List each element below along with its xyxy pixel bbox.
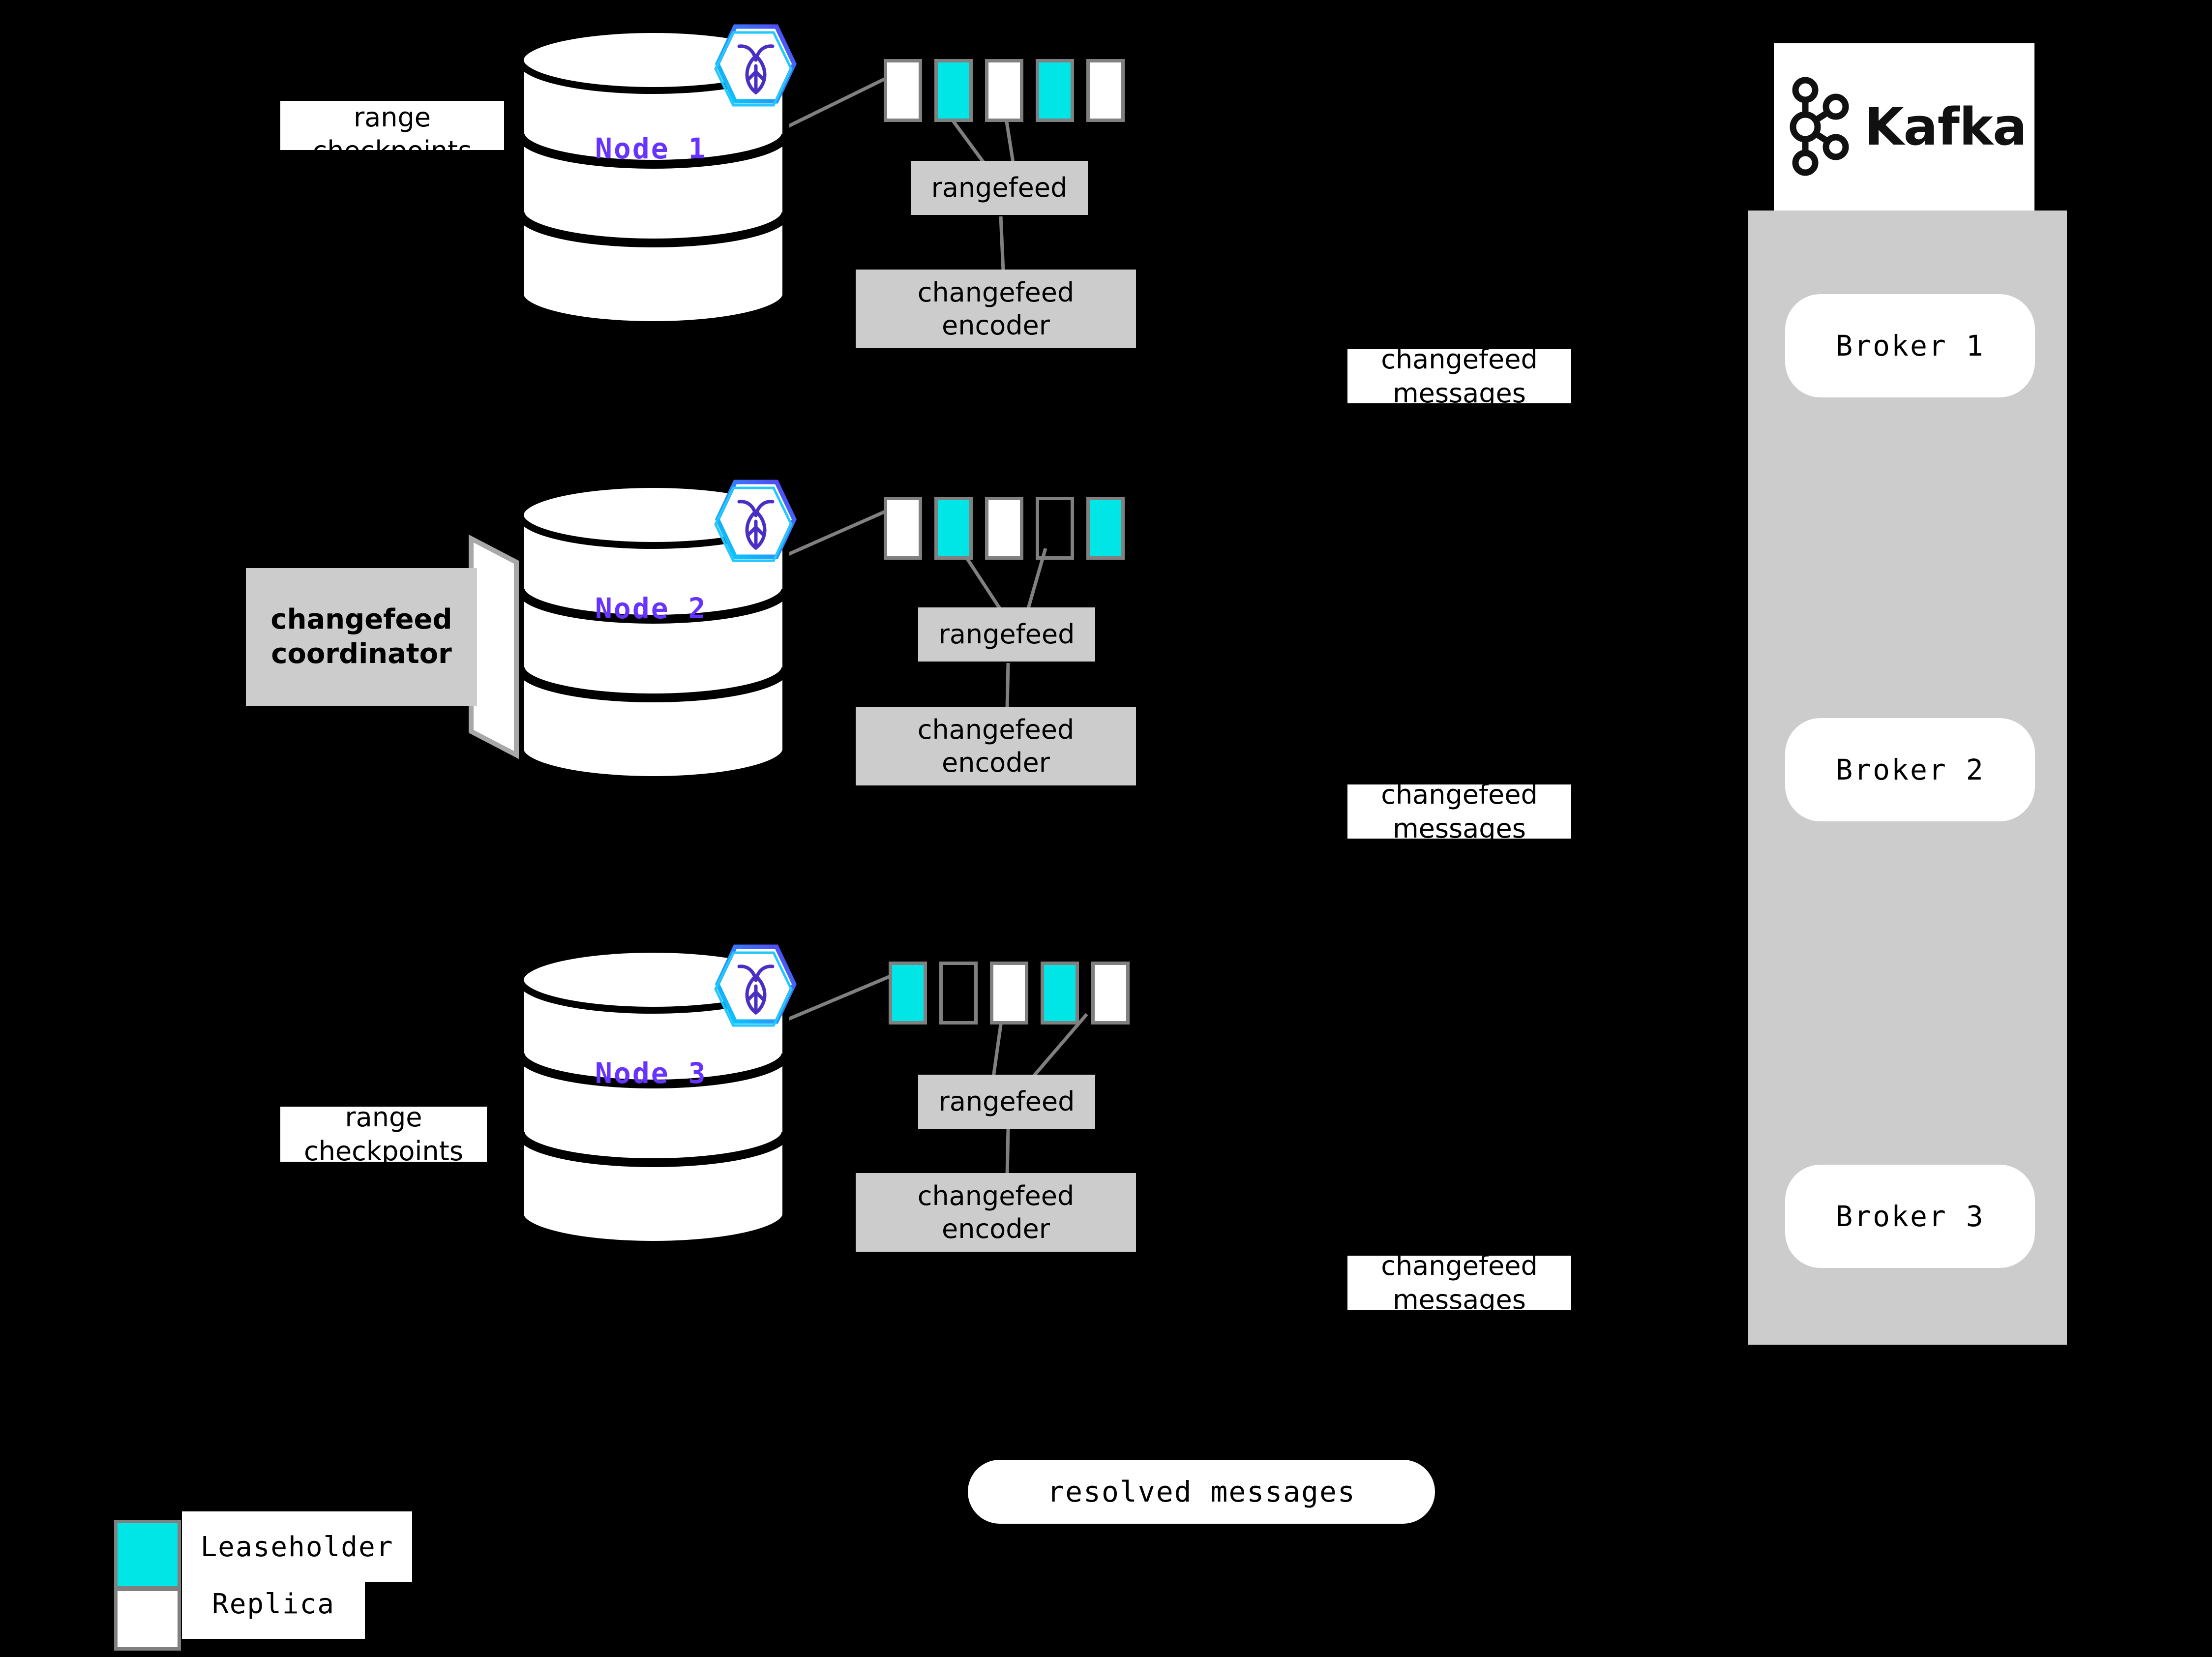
range-box[interactable]: [884, 497, 922, 560]
legend-swatch-leaseholder: [114, 1520, 181, 1590]
cockroachdb-logo: [710, 476, 798, 570]
encoder-line-1: changefeed: [917, 276, 1075, 308]
broker-2[interactable]: Broker 2: [1785, 718, 2035, 821]
rc-top-line2: checkpoints: [312, 135, 472, 166]
range-checkpoints-label-bottom: range checkpoints: [280, 1102, 487, 1167]
range-box[interactable]: [939, 962, 978, 1024]
node-2-rangefeed-box[interactable]: rangefeed: [918, 607, 1095, 662]
cfm3-line2: messages: [1393, 1284, 1526, 1315]
cockroachdb-logo: [710, 941, 798, 1034]
encoder-line-1: changefeed: [917, 1180, 1075, 1211]
range-box[interactable]: [985, 497, 1023, 560]
cfm3-line1: changefeed: [1381, 1250, 1538, 1281]
changefeed-messages-label-1: changefeed messages: [1347, 344, 1571, 409]
resolved-messages-pill[interactable]: resolved messages: [968, 1460, 1435, 1524]
changefeed-coordinator-box[interactable]: changefeed coordinator: [246, 568, 477, 706]
rc-bottom-line1: range: [345, 1101, 422, 1133]
cfm2-line2: messages: [1393, 813, 1526, 844]
node-2-cylinder: [515, 480, 791, 784]
node-1-cylinder: [515, 25, 791, 330]
coordinator-line-1: changefeed: [270, 603, 452, 635]
range-box[interactable]: [1086, 59, 1125, 122]
broker-1[interactable]: Broker 1: [1785, 294, 2035, 397]
kafka-node-graph-icon: [1782, 74, 1855, 180]
range-box[interactable]: [990, 962, 1028, 1024]
node-1-label: Node 1: [595, 132, 707, 165]
range-box[interactable]: [1086, 497, 1125, 560]
broker-3[interactable]: Broker 3: [1785, 1165, 2035, 1268]
kafka-logo-box: Kafka: [1774, 43, 2034, 211]
rc-top-line1: range: [353, 102, 431, 133]
range-box[interactable]: [934, 497, 973, 560]
node-3-label: Node 3: [595, 1056, 707, 1090]
kafka-wordmark: Kafka: [1864, 97, 2027, 157]
rc-bottom-line2: checkpoints: [304, 1136, 463, 1167]
node-3-changefeed-encoder-box[interactable]: changefeed encoder: [856, 1173, 1136, 1252]
range-box[interactable]: [884, 59, 922, 122]
legend-swatch-replica: [114, 1588, 181, 1651]
encoder-line-1: changefeed: [917, 714, 1075, 745]
node-3-rangefeed-box[interactable]: rangefeed: [918, 1075, 1095, 1129]
range-box[interactable]: [1041, 962, 1079, 1024]
cfm2-line1: changefeed: [1381, 779, 1538, 810]
legend-label-replica: Replica: [182, 1569, 365, 1639]
node-2-changefeed-encoder-box[interactable]: changefeed encoder: [856, 707, 1136, 785]
range-box[interactable]: [1036, 497, 1074, 560]
range-box[interactable]: [934, 59, 973, 122]
cockroachdb-logo: [710, 21, 798, 114]
range-box[interactable]: [889, 962, 927, 1024]
range-box[interactable]: [985, 59, 1023, 122]
coordinator-line-2: coordinator: [271, 638, 452, 670]
cfm1-line2: messages: [1393, 378, 1526, 409]
range-checkpoints-label-top: [280, 101, 504, 150]
encoder-line-2: encoder: [942, 747, 1050, 778]
encoder-line-2: encoder: [942, 310, 1050, 341]
range-checkpoints-text-top: range checkpoints: [280, 101, 504, 180]
range-box[interactable]: [1036, 59, 1074, 122]
node-2-label: Node 2: [595, 592, 707, 625]
changefeed-messages-label-2: changefeed messages: [1347, 779, 1571, 844]
encoder-line-2: encoder: [942, 1213, 1050, 1244]
range-box[interactable]: [1091, 962, 1130, 1024]
node-1-changefeed-encoder-box[interactable]: changefeed encoder: [856, 270, 1136, 348]
node-1-rangefeed-box[interactable]: rangefeed: [911, 161, 1088, 215]
cfm1-line1: changefeed: [1381, 343, 1538, 375]
changefeed-messages-label-3: changefeed messages: [1347, 1250, 1571, 1315]
